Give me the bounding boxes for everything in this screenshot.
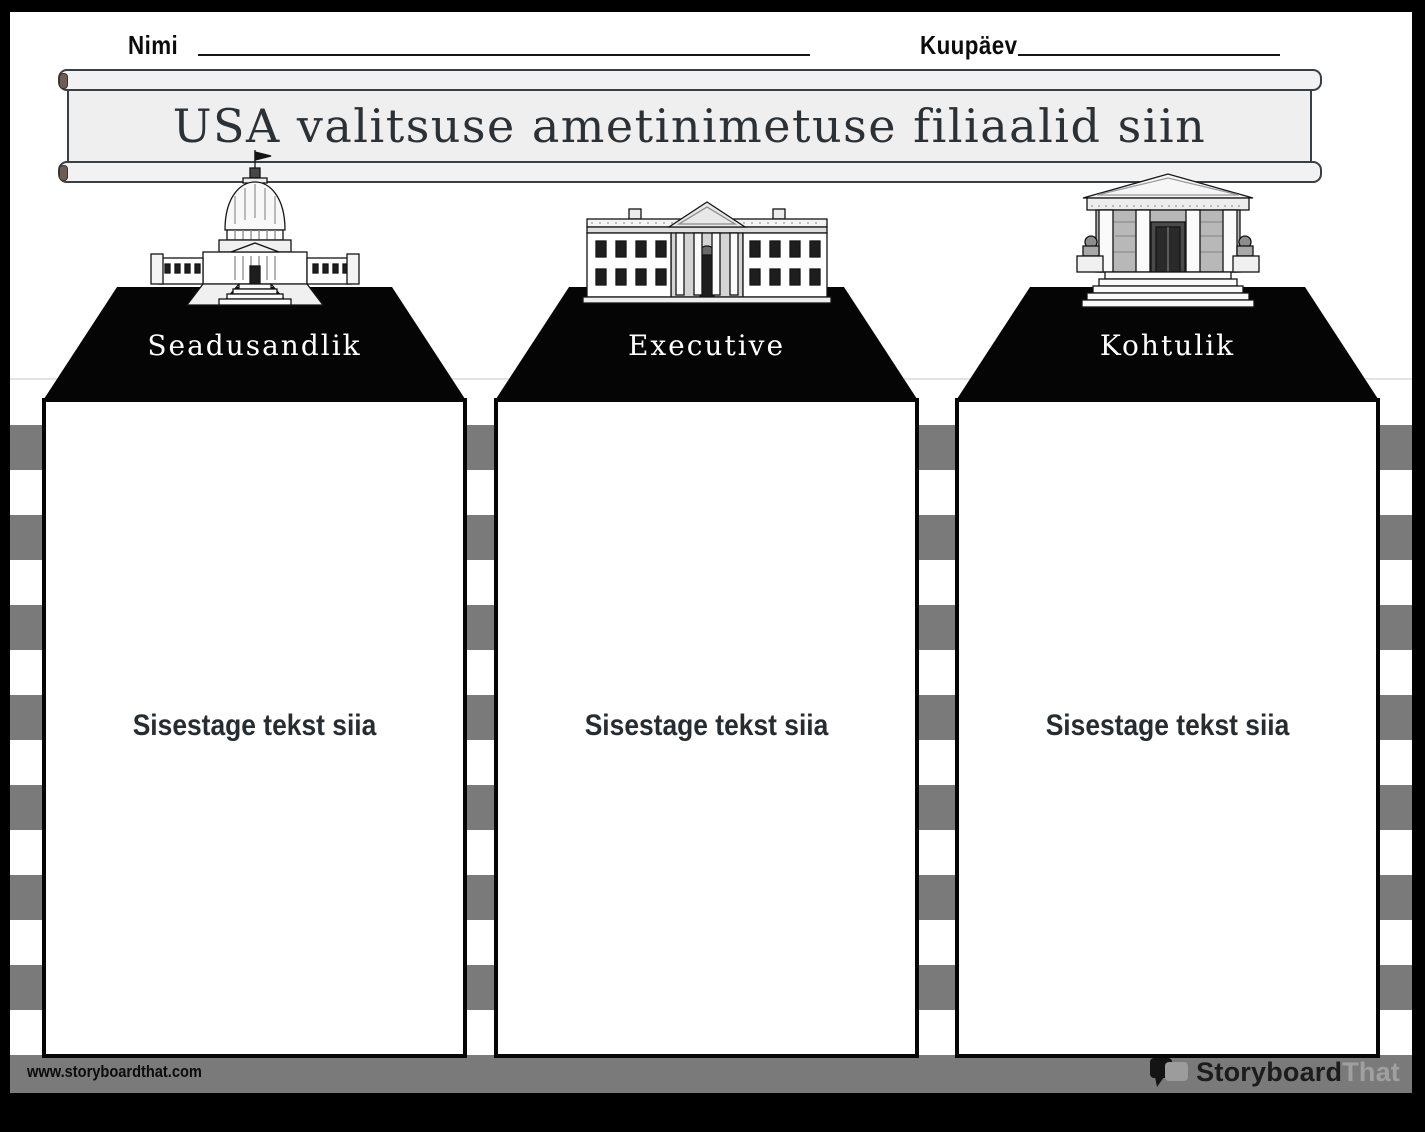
speech-bubbles-icon: [1148, 1055, 1190, 1089]
column-executive: Executive: [494, 12, 919, 1093]
column-header-panel: Seadusandlik: [42, 287, 467, 402]
placeholder-text: Sisestage tekst siia: [132, 709, 377, 742]
name-label: Nimi: [128, 30, 179, 60]
column-label: Kohtulik: [1099, 329, 1236, 362]
column-header-panel: Kohtulik: [955, 287, 1380, 402]
date-label: Kuupäev: [920, 30, 1018, 60]
column-label: Seadusandlik: [147, 329, 362, 362]
name-line[interactable]: [198, 54, 810, 56]
date-line[interactable]: [1018, 54, 1280, 56]
placeholder-text: Sisestage tekst siia: [584, 709, 829, 742]
banner-bottom-roll: [58, 161, 1322, 183]
storyboardthat-logo: StoryboardThat: [1148, 1055, 1400, 1089]
banner-top-roll: [58, 69, 1322, 91]
banner-roll-cap: [59, 73, 68, 89]
column-header-panel: Executive: [494, 287, 919, 402]
placeholder-text: Sisestage tekst siia: [1045, 709, 1290, 742]
capitol-building-icon: [147, 148, 363, 310]
column-legislative: Seadusandlik: [42, 12, 467, 1093]
text-entry-box[interactable]: Sisestage tekst siia: [955, 398, 1380, 1058]
white-house-icon: [573, 191, 841, 305]
website-url: www.storyboardthat.com: [27, 1062, 202, 1081]
column-label: Executive: [627, 329, 786, 362]
banner-roll-cap: [59, 165, 68, 181]
worksheet-page: Nimi Kuupäev USA valitsuse ametinimetuse…: [10, 12, 1412, 1093]
column-judicial: Kohtulik: [955, 12, 1380, 1093]
page-title: USA valitsuse ametinimetuse filiaalid si…: [172, 99, 1207, 153]
text-entry-box[interactable]: Sisestage tekst siia: [494, 398, 919, 1058]
logo-text: StoryboardThat: [1196, 1056, 1400, 1087]
text-entry-box[interactable]: Sisestage tekst siia: [42, 398, 467, 1058]
courthouse-icon: [1075, 170, 1261, 308]
